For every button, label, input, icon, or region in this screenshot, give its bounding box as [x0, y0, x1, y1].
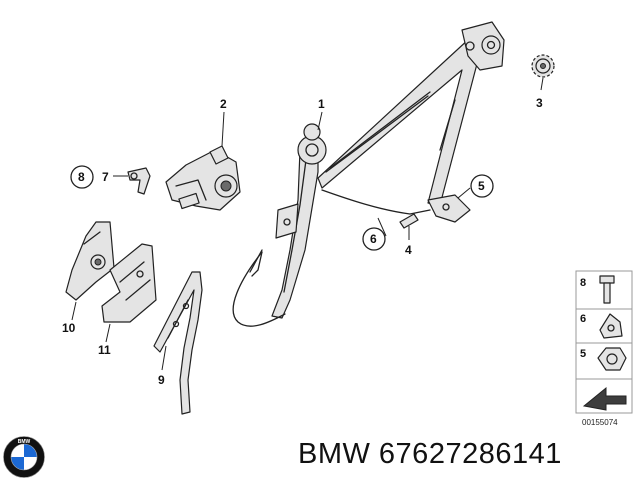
pin: [399, 213, 419, 229]
legend-num-clip: 6: [580, 313, 586, 325]
callout-10: 10: [62, 321, 76, 335]
leader-lines: [71, 77, 544, 371]
callout-5-circle: [470, 174, 494, 198]
hardware-legend: 8 6 5 00155074: [575, 270, 633, 427]
svg-text:BMW: BMW: [18, 439, 31, 445]
window-regulator-rail: [232, 21, 505, 327]
legend-num-bolt: 8: [580, 277, 586, 289]
legend-num-nut: 5: [580, 348, 586, 360]
window-seal-strip: [153, 271, 203, 415]
callout-6-circle: [362, 227, 386, 251]
callout-4: 4: [405, 243, 412, 257]
callout-11: 11: [98, 343, 111, 357]
brand-part-number: BMW 67627286141: [298, 438, 562, 470]
callout-8-circle: [70, 165, 94, 189]
bmw-roundel-icon: BMW: [3, 436, 45, 478]
callout-3: 3: [536, 96, 543, 110]
sprocket-gear: [531, 54, 555, 78]
triangle-cover: [65, 221, 115, 301]
window-motor: [165, 145, 241, 211]
callout-2: 2: [220, 97, 227, 111]
callout-6: 6: [370, 232, 377, 246]
clip: [127, 167, 151, 195]
hex-nut-icon: [597, 347, 627, 371]
bolt-icon: [599, 275, 615, 304]
callout-1: 1: [318, 97, 325, 111]
drawing-code: 00155074: [582, 418, 618, 427]
clip-nut-icon: [599, 313, 623, 339]
arrow-panel-icon: [582, 386, 627, 411]
callout-5: 5: [478, 179, 485, 193]
inner-bracket: [101, 243, 157, 323]
callout-9: 9: [158, 373, 165, 387]
callout-7: 7: [102, 170, 109, 184]
callouts: 1 2 3 4 5 6 7 8 9 10 11: [62, 96, 543, 387]
callout-8: 8: [78, 170, 85, 184]
